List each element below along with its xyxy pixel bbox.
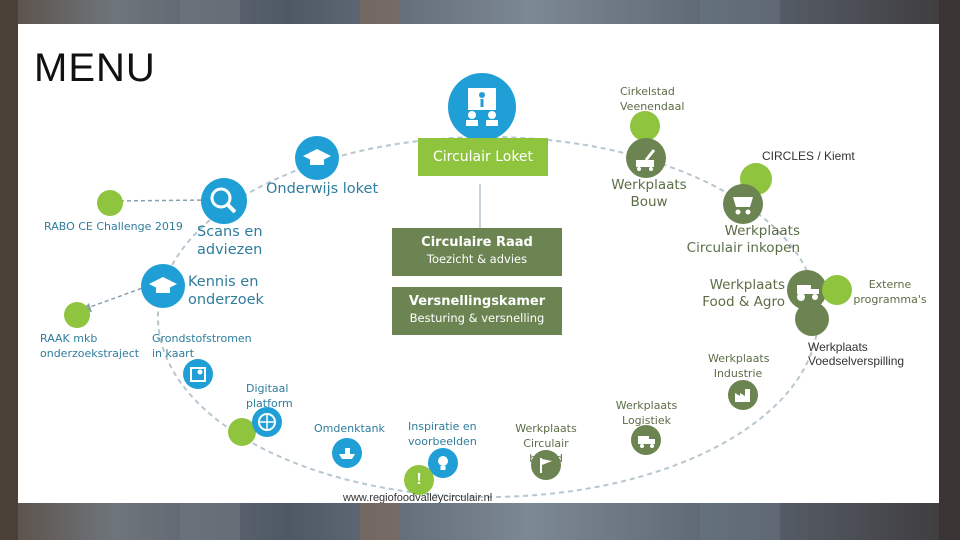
green-dot: [97, 190, 123, 216]
graduation-cap-icon[interactable]: [141, 264, 185, 308]
map-icon[interactable]: [183, 359, 213, 389]
werkplaats-food-label[interactable]: Werkplaats Food & Agro: [700, 277, 785, 311]
werkplaats-industrie-label[interactable]: Werkplaats Industrie: [708, 351, 768, 381]
boat-icon[interactable]: [332, 438, 362, 468]
externe-programmas-label[interactable]: Externe programma's: [850, 277, 930, 307]
crane-icon[interactable]: [626, 138, 666, 178]
globe-icon[interactable]: [252, 407, 282, 437]
werkplaats-bouw-label[interactable]: Werkplaats Bouw: [609, 177, 689, 211]
circulair-loket-box[interactable]: Circulair Loket: [418, 138, 548, 176]
cirkelstad-label[interactable]: Cirkelstad Veenendaal: [620, 84, 690, 114]
voedselverspilling-label[interactable]: Werkplaats Voedselverspilling: [808, 340, 918, 368]
werkplaats-logistiek-label[interactable]: Werkplaats Logistiek: [614, 398, 679, 428]
omdenktank-label[interactable]: Omdenktank: [314, 421, 385, 436]
factory-icon[interactable]: [728, 380, 758, 410]
truck-icon[interactable]: [631, 425, 661, 455]
raad-title: Circulaire Raad: [392, 235, 562, 250]
inspiratie-voorbeelden-label[interactable]: Inspiratie en voorbeelden: [408, 419, 488, 449]
green-dot: [822, 275, 852, 305]
arrow-rabo: [116, 200, 208, 201]
flag-icon[interactable]: [531, 450, 561, 480]
background-stripe: [0, 0, 18, 540]
kamer-title: Versnellingskamer: [392, 294, 562, 309]
circles-kiemt-label[interactable]: CIRCLES / Kiemt: [762, 149, 855, 163]
background-stripe: [939, 0, 960, 540]
onderwijs-loket-label[interactable]: Onderwijs loket: [266, 180, 378, 198]
slide: MENU Circulair Loket Circulaire Raad Toe…: [18, 24, 939, 503]
raad-subtitle: Toezicht & advies: [392, 252, 562, 266]
rabo-challenge-label[interactable]: RABO CE Challenge 2019: [44, 219, 183, 234]
green-dot: [64, 302, 90, 328]
website-url[interactable]: www.regiofoodvalleycirculair.nl: [343, 491, 492, 503]
olive-dot: [795, 302, 829, 336]
circulaire-raad-box[interactable]: Circulaire Raad Toezicht & advies: [392, 228, 562, 276]
werkplaats-inkopen-label[interactable]: Werkplaats Circulair inkopen: [685, 223, 800, 257]
cart-icon[interactable]: [723, 184, 763, 224]
arrow-raak: [90, 286, 148, 307]
kennis-onderzoek-label[interactable]: Kennis en onderzoek: [188, 273, 268, 309]
graduation-cap-icon[interactable]: [295, 136, 339, 180]
raak-mkb-label[interactable]: RAAK mkb onderzoekstraject: [40, 331, 140, 361]
scans-adviezen-label[interactable]: Scans en adviezen: [197, 223, 267, 259]
info-board-icon[interactable]: [448, 73, 516, 141]
kamer-subtitle: Besturing & versnelling: [392, 311, 562, 325]
green-dot: [630, 111, 660, 141]
versnellingskamer-box[interactable]: Versnellingskamer Besturing & versnellin…: [392, 287, 562, 335]
search-icon[interactable]: [201, 178, 247, 224]
grondstofstromen-label[interactable]: Grondstofstromen in kaart: [152, 331, 252, 361]
